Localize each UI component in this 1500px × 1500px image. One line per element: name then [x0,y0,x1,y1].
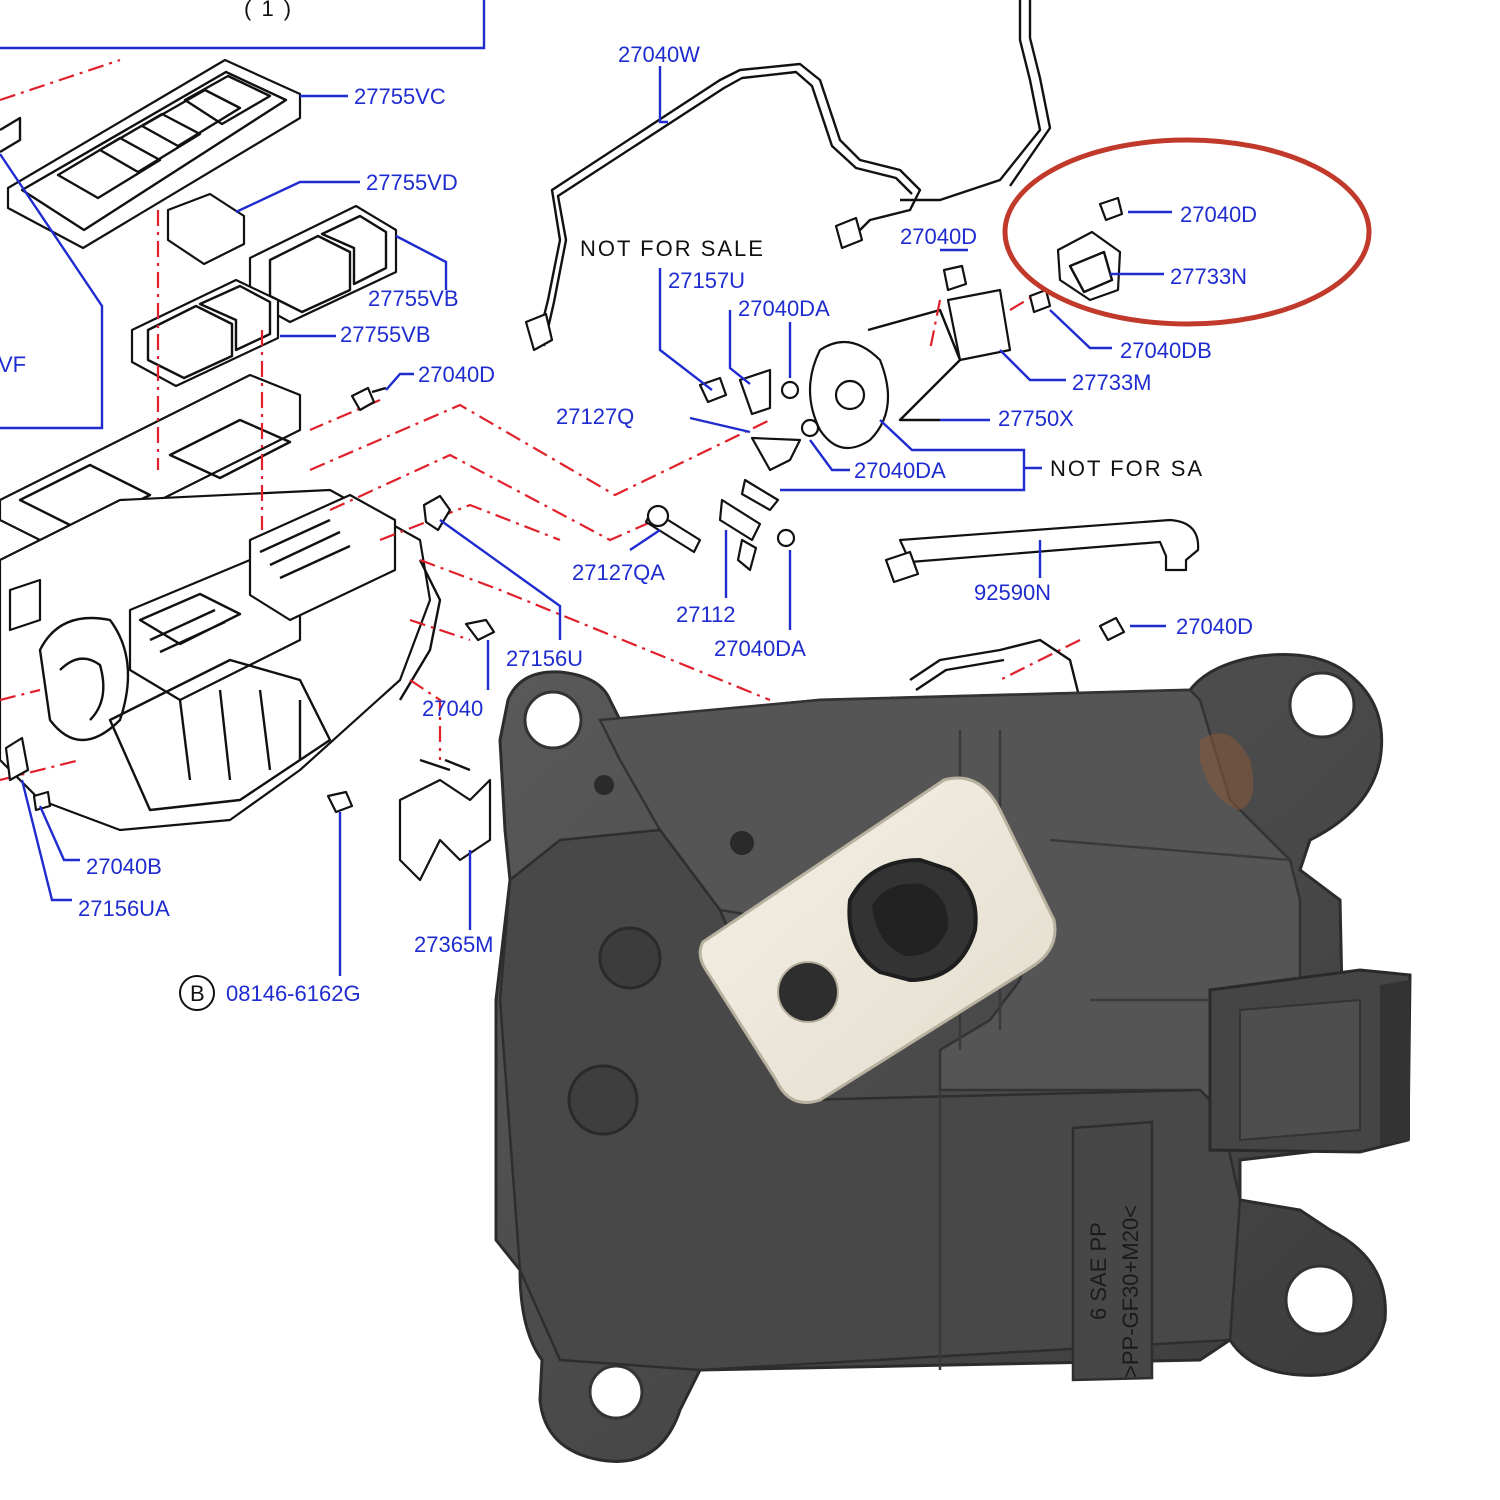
part-27733N-drawing [1056,196,1124,302]
not-for-sale-2: NOT FOR SA [1050,456,1204,481]
label-27733M: 27733M [1072,370,1152,395]
label-27755VD: 27755VD [366,170,458,195]
label-27112: 27112 [676,602,736,627]
leader-lines [0,66,1172,976]
label-08146: 08146-6162G [226,981,361,1006]
molding-text-2: >PP-GF30+M20< [1118,1205,1143,1378]
reference-circle-b [179,975,215,1011]
label-27157U: 27157U [668,268,745,293]
label-27733N: 27733N [1170,264,1247,289]
label-92590N: 92590N [974,580,1051,605]
index-number: ( 1 ) [244,0,293,21]
label-27040DB: 27040DB [1120,338,1212,363]
ducts-drawing [398,758,492,882]
label-27040-e: 27040 [422,696,483,721]
small-parts-right [909,616,1126,701]
label-27040W: 27040W [618,42,700,67]
label-27040D-a: 27040D [418,362,495,387]
label-27040DA-a: 27040DA [738,296,830,321]
molding-text-1: 6 SAE PP [1086,1222,1111,1320]
linkage-parts-drawing [644,264,1052,572]
label-27365M: 27365M [414,932,494,957]
label-27127Q: 27127Q [556,404,634,429]
highlight-circle [1002,137,1372,327]
reference-letter-b: B [190,981,205,1006]
label-27040D-b: 27040D [900,224,977,249]
label-27040DA-c: 27040DA [714,636,806,661]
drain-hose-drawing [884,518,1200,584]
label-VF: VF [0,352,26,377]
label-27040B: 27040B [86,854,162,879]
hvac-housing-drawing [0,373,442,832]
index-box-border [0,0,486,50]
label-27755VB-b: 27755VB [340,322,431,347]
not-for-sale-1: NOT FOR SALE [580,236,765,261]
label-27040DA-b: 27040DA [854,458,946,483]
label-27156U: 27156U [506,646,583,671]
small-parts-left [4,386,496,814]
actuator-photo: 6 SAE PP >PP-GF30+M20< [494,653,1412,1463]
label-27755VC: 27755VC [354,84,446,109]
label-27755VB-a: 27755VB [368,286,459,311]
label-27127QA: 27127QA [572,560,665,585]
part-number-labels: 27755VC 27755VD 27755VB 27755VB VF 27040… [0,42,1257,1011]
label-27040D-d: 27040D [1176,614,1253,639]
filter-frames-drawing [0,58,398,388]
wiring-harness-drawing [524,0,1052,352]
label-27040D-c: 27040D [1180,202,1257,227]
label-27750X: 27750X [998,406,1074,431]
label-27156UA: 27156UA [78,896,170,921]
